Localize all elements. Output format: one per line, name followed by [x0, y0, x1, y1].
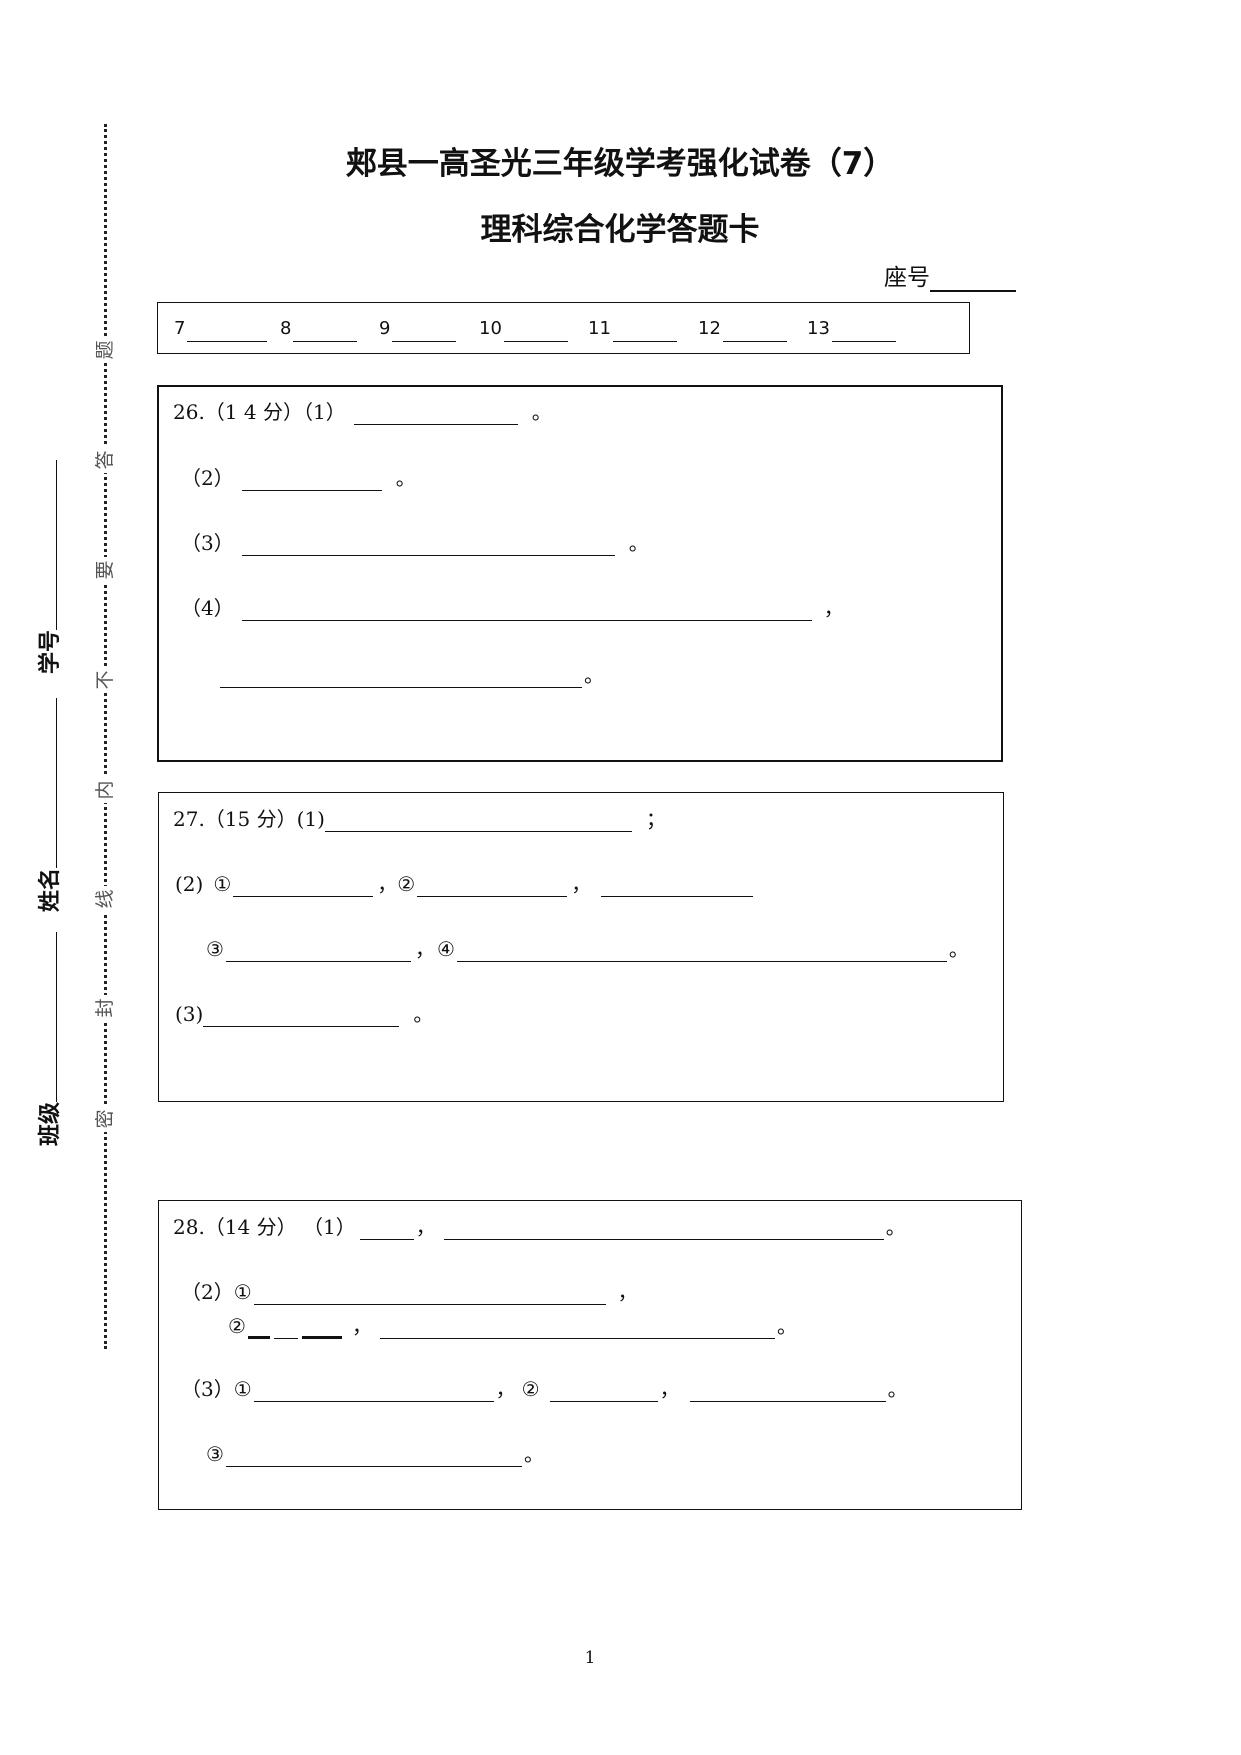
- q28-1b-blank[interactable]: [443, 1219, 884, 1240]
- q28-line-5: ③ 。: [206, 1442, 544, 1467]
- mcq-item-12: 12: [698, 316, 807, 342]
- q26-1-blank[interactable]: [353, 404, 518, 425]
- class-field: 班级: [32, 906, 64, 1146]
- seal-char-8: 题: [92, 337, 118, 363]
- q28-2-1-blank[interactable]: [253, 1284, 606, 1305]
- page-title: 郏县一高圣光三年级学考强化试卷（7）: [345, 146, 895, 182]
- q28-line-1: 28.（14 分） （1） ， 。: [173, 1215, 906, 1240]
- q27-box: [158, 792, 1004, 1102]
- q26-4b-blank[interactable]: [220, 667, 582, 688]
- mcq-item-13: 13: [807, 316, 898, 342]
- q28-header: 28.（14 分） （1）: [173, 1215, 356, 1239]
- q26-p2-label: （2）: [181, 466, 234, 490]
- q26-4a-blank[interactable]: [241, 600, 812, 621]
- mcq-blank-7[interactable]: [187, 323, 268, 342]
- q26-line-5: 。: [218, 662, 604, 688]
- class-blank[interactable]: [56, 931, 57, 1102]
- q27-1-blank[interactable]: [324, 811, 632, 832]
- q27-3-blank[interactable]: [203, 1006, 400, 1027]
- seat-field: 座号: [884, 258, 1016, 292]
- q27-2-2b-blank[interactable]: [601, 876, 754, 897]
- q28-line-4: （3） ① ， ② ， 。: [181, 1377, 908, 1402]
- seal-char-5: 不: [92, 667, 118, 693]
- mcq-item-7: 7: [174, 316, 280, 342]
- q28-2-2c-blank[interactable]: [301, 1316, 342, 1339]
- seat-label: 座号: [884, 265, 930, 291]
- mcq-blank-11[interactable]: [612, 323, 677, 342]
- q26-header: 26.（1 4 分）（1）: [173, 400, 346, 424]
- student-id-blank[interactable]: [56, 459, 57, 630]
- q28-3-2-blank[interactable]: [549, 1381, 658, 1402]
- mcq-blank-13[interactable]: [831, 323, 896, 342]
- q27-line-1: 27.（15 分）(1) ；: [173, 807, 666, 832]
- mcq-blank-8[interactable]: [293, 323, 358, 342]
- mcq-item-10: 10: [479, 316, 588, 342]
- q27-line-2: (2) ① ， ② ，: [175, 871, 755, 897]
- q26-p3-label: （3）: [181, 531, 234, 555]
- q26-p4-label: （4）: [181, 596, 234, 620]
- q28-3-3-blank[interactable]: [225, 1446, 522, 1467]
- q28-2-2a-blank[interactable]: [247, 1316, 270, 1339]
- q27-2-1-blank[interactable]: [233, 876, 374, 897]
- q26-line-3: （3） 。: [181, 531, 649, 556]
- q27-line-4: (3) 。: [175, 1002, 434, 1027]
- q28-line-2: （2） ① ，: [181, 1280, 638, 1305]
- mcq-box: [157, 302, 970, 354]
- name-blank[interactable]: [56, 697, 57, 868]
- mcq-item-8: 8: [280, 316, 379, 342]
- page-subtitle: 理科综合化学答题卡: [480, 212, 760, 248]
- name-field: 姓名: [32, 672, 64, 912]
- q26-2-blank[interactable]: [241, 470, 382, 491]
- q26-line-4: （4） ，: [181, 596, 844, 621]
- student-id-label: 学号: [38, 629, 63, 674]
- seal-char-4: 内: [92, 777, 118, 803]
- mcq-item-11: 11: [588, 316, 698, 342]
- q27-2-2-blank[interactable]: [417, 876, 568, 897]
- q28-3-1-blank[interactable]: [253, 1381, 494, 1402]
- seal-char-1: 密: [92, 1106, 118, 1132]
- mcq-blank-12[interactable]: [722, 323, 787, 342]
- q27-2-4-blank[interactable]: [456, 941, 947, 962]
- seal-char-3: 线: [92, 886, 118, 912]
- q26-box: [157, 385, 1003, 762]
- seal-dotted-line: [104, 124, 107, 1349]
- q28-3-2b-blank[interactable]: [689, 1381, 886, 1402]
- mcq-blank-9[interactable]: [392, 323, 457, 342]
- mcq-row: 7 8 9 10 11 12 13: [174, 316, 898, 342]
- q27-p3-label: (3): [175, 1002, 204, 1026]
- q28-1a-blank[interactable]: [359, 1219, 414, 1240]
- q26-3-blank[interactable]: [241, 535, 615, 556]
- class-label: 班级: [38, 1101, 63, 1146]
- q28-2-2d-blank[interactable]: [379, 1318, 775, 1339]
- q28-p2-label: （2）: [181, 1280, 234, 1304]
- q27-2-3-blank[interactable]: [225, 941, 411, 962]
- page-number: 1: [584, 1648, 596, 1668]
- q28-2-2b-blank[interactable]: [273, 1318, 298, 1339]
- seal-char-7: 答: [92, 447, 118, 473]
- mcq-blank-10[interactable]: [503, 323, 568, 342]
- q28-box: [158, 1200, 1022, 1510]
- seat-blank[interactable]: [930, 266, 1016, 292]
- seal-char-6: 要: [92, 557, 118, 583]
- q28-line-3: ② ， 。: [228, 1314, 797, 1339]
- q27-p2-label: (2): [175, 872, 204, 896]
- q27-header: 27.（15 分）(1): [173, 807, 325, 831]
- q28-p3-label: （3）: [181, 1377, 234, 1401]
- q27-line-3: ③ ， ④ 。: [206, 937, 969, 962]
- seal-char-2: 封: [92, 995, 118, 1021]
- student-id-field: 学号: [32, 434, 64, 674]
- mcq-item-9: 9: [379, 316, 479, 342]
- q26-line-1: 26.（1 4 分）（1） 。: [173, 400, 552, 425]
- name-label: 姓名: [38, 867, 63, 912]
- q26-line-2: （2） 。: [181, 466, 416, 491]
